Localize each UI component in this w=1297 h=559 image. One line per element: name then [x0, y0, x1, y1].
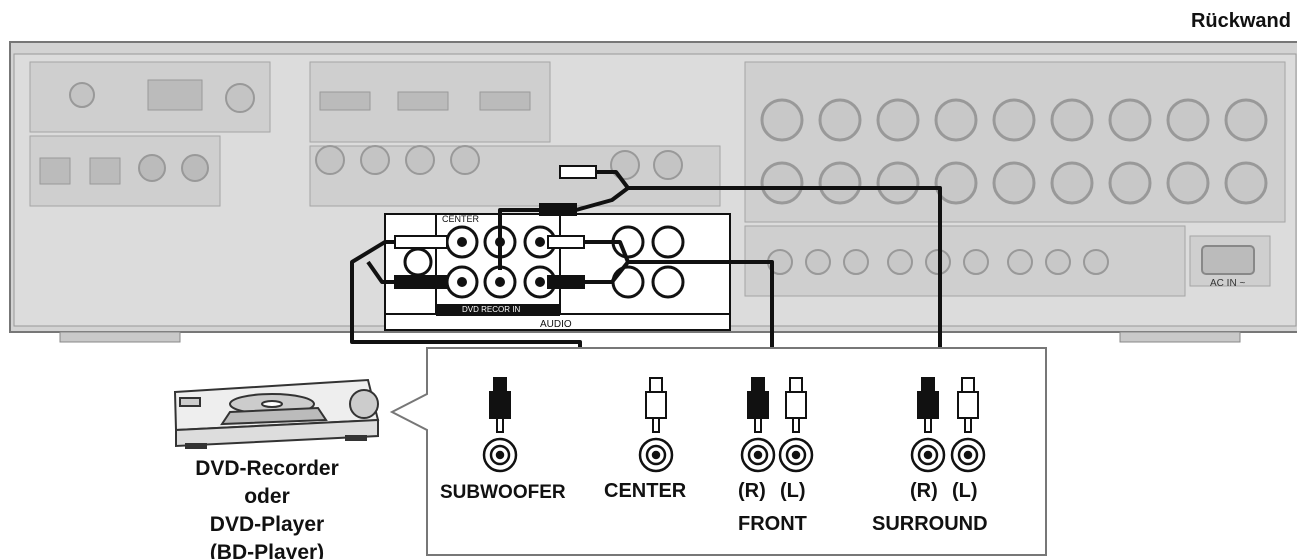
front-l-label: (L): [780, 480, 806, 502]
callout-box: [389, 347, 1047, 556]
subwoofer-label: SUBWOOFER: [440, 482, 566, 503]
subwoofer-plug: [489, 377, 511, 433]
dvd-recorder-in-label: DVD RECOR IN: [462, 305, 520, 314]
surround-l-plug: [957, 377, 979, 433]
front-label: FRONT: [738, 513, 807, 535]
surround-l-label: (L): [952, 480, 978, 502]
center-plug: [645, 377, 667, 433]
audio-input-block: CENTER DVD RECOR IN AUDIO AC IN ~: [384, 213, 1245, 331]
rca-plugs: [489, 377, 979, 433]
surround-r-label: (R): [910, 480, 938, 502]
dvd-player-icon: [173, 378, 380, 449]
device-label-line1: DVD-Recorder: [195, 457, 339, 480]
front-l-plug: [785, 377, 807, 433]
front-r-plug: [747, 377, 769, 433]
ac-in-label: AC IN ~: [1210, 278, 1245, 289]
device-label-line4: (BD-Player): [209, 541, 325, 559]
center-panel-label: CENTER: [442, 214, 480, 224]
surround-label: SURROUND: [872, 513, 988, 535]
front-r-label: (R): [738, 480, 766, 502]
surround-r-plug: [917, 377, 939, 433]
device-label-line2: oder: [244, 485, 290, 508]
page-title: Rückwand: [1190, 10, 1291, 32]
center-label: CENTER: [604, 480, 687, 502]
audio-panel-label: AUDIO: [540, 319, 572, 330]
device-label-line3: DVD-Player: [209, 513, 325, 536]
rca-jacks: [482, 437, 986, 473]
